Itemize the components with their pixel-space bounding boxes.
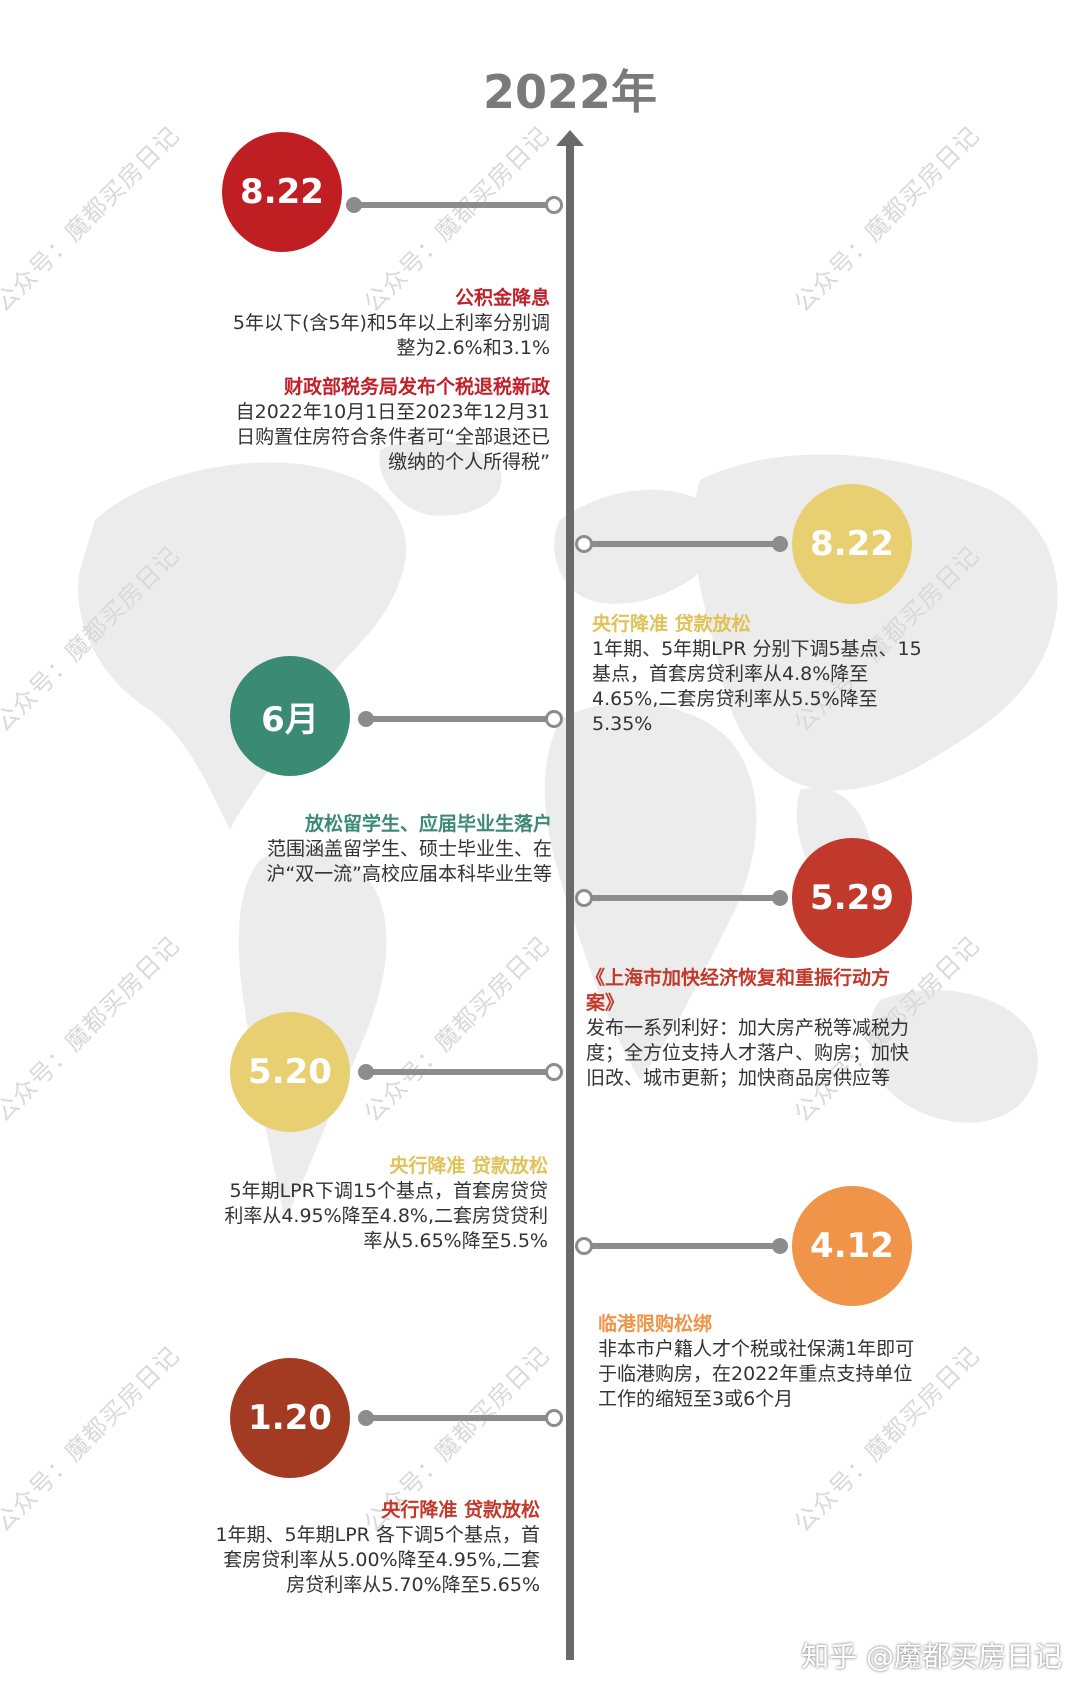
event-body: 1年期、5年期LPR 分别下调5基点、15基点，首套房贷利率从4.8%降至4.6… xyxy=(592,638,922,735)
event-body: 5年期LPR下调15个基点，首套房贷贷利率从4.95%降至4.8%,二套房贷贷利… xyxy=(224,1180,548,1252)
event-description: 央行降准 贷款放松 1年期、5年期LPR 分别下调5基点、15基点，首套房贷利率… xyxy=(592,612,922,737)
connector-dot xyxy=(358,1410,374,1426)
event-title: 财政部税务局发布个税退税新政 xyxy=(283,376,550,398)
event-title: 放松留学生、应届毕业生落户 xyxy=(304,813,552,835)
axis-arrow-icon xyxy=(556,130,584,146)
connector xyxy=(586,541,776,547)
axis-node xyxy=(575,1237,593,1255)
zhihu-attribution: 知乎 @魔都买房日记 xyxy=(801,1640,1062,1673)
event-body: 5年以下(含5年)和5年以上利率分别调整为2.6%和3.1% xyxy=(232,312,550,359)
event-description: 放松留学生、应届毕业生落户 范围涵盖留学生、硕士毕业生、在沪“双一流”高校应届本… xyxy=(222,812,552,887)
event-description: 公积金降息 5年以下(含5年)和5年以上利率分别调整为2.6%和3.1% 财政部… xyxy=(220,286,550,475)
event-body: 1年期、5年期LPR 各下调5个基点，首套房贷利率从5.00%降至4.95%,二… xyxy=(215,1524,540,1596)
connector xyxy=(364,1415,554,1421)
connector-dot xyxy=(772,890,788,906)
connector xyxy=(364,1069,554,1075)
event-description: 央行降准 贷款放松 1年期、5年期LPR 各下调5个基点，首套房贷利率从5.00… xyxy=(210,1498,540,1598)
connector-dot xyxy=(772,536,788,552)
axis-node xyxy=(575,535,593,553)
event-title: 央行降准 贷款放松 xyxy=(381,1499,540,1521)
event-body: 自2022年10月1日至2023年12月31日购置住房符合条件者可“全部退还已缴… xyxy=(235,401,550,473)
axis-node xyxy=(545,196,563,214)
date-circle: 6月 xyxy=(230,656,350,776)
connector xyxy=(586,895,776,901)
date-circle: 1.20 xyxy=(230,1358,350,1478)
connector xyxy=(586,1243,776,1249)
date-circle: 4.12 xyxy=(792,1186,912,1306)
date-circle: 8.22 xyxy=(222,132,342,252)
connector-dot xyxy=(346,197,362,213)
connector xyxy=(352,202,552,208)
connector-dot xyxy=(358,711,374,727)
axis-node xyxy=(545,1409,563,1427)
event-body: 发布一系列利好：加大房产税等减税力度；全方位支持人才落户、购房；加快旧改、城市更… xyxy=(586,1017,910,1089)
date-circle: 5.20 xyxy=(230,1012,350,1132)
connector xyxy=(364,716,554,722)
event-title: 《上海市加快经济恢复和重振行动方案》 xyxy=(586,967,891,1014)
event-body: 范围涵盖留学生、硕士毕业生、在沪“双一流”高校应届本科毕业生等 xyxy=(266,838,552,885)
year-title: 2022年 xyxy=(482,65,658,119)
event-title: 公积金降息 xyxy=(454,287,550,309)
connector-dot xyxy=(358,1064,374,1080)
axis-node xyxy=(545,710,563,728)
event-description: 临港限购松绑 非本市户籍人才个税或社保满1年即可于临港购房，在2022年重点支持… xyxy=(598,1312,928,1412)
date-circle: 8.22 xyxy=(792,484,912,604)
date-circle: 5.29 xyxy=(792,838,912,958)
event-title: 央行降准 贷款放松 xyxy=(389,1155,548,1177)
axis-node xyxy=(575,889,593,907)
axis-node xyxy=(545,1063,563,1081)
event-description: 央行降准 贷款放松 5年期LPR下调15个基点，首套房贷贷利率从4.95%降至4… xyxy=(218,1154,548,1254)
event-body: 非本市户籍人才个税或社保满1年即可于临港购房，在2022年重点支持单位工作的缩短… xyxy=(598,1338,915,1410)
connector-dot xyxy=(772,1238,788,1254)
event-title: 央行降准 贷款放松 xyxy=(592,613,751,635)
event-title: 临港限购松绑 xyxy=(598,1313,713,1335)
event-description: 《上海市加快经济恢复和重振行动方案》 发布一系列利好：加大房产税等减税力度；全方… xyxy=(586,966,916,1091)
timeline-axis xyxy=(566,142,574,1660)
